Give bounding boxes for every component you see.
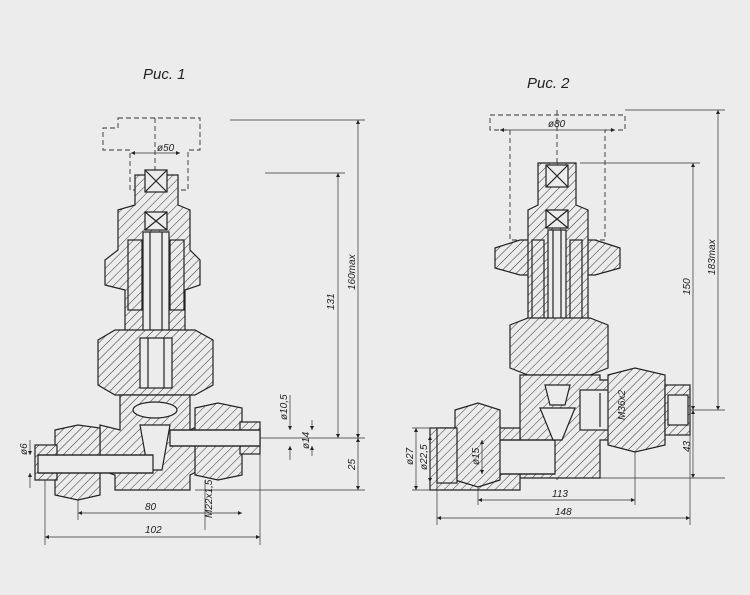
figure-2-handwheel-outline bbox=[489, 114, 626, 241]
dim-port-to-port-2: 113 bbox=[552, 489, 568, 500]
figure-1-bonnet bbox=[104, 169, 201, 360]
figure-2: Рис. 2 bbox=[405, 75, 725, 525]
dim-outer-dia-1: ø27 bbox=[405, 447, 416, 465]
dim-axis-to-base: 25 bbox=[347, 458, 358, 471]
figure-2-dimensions: ø80 183max 150 43 M36x2 ø27 ø22,5 ø15 11… bbox=[405, 109, 725, 525]
dim-overall-length-2: 148 bbox=[555, 507, 572, 518]
dim-height-from-axis: 131 bbox=[326, 293, 337, 310]
dim-thread: M22x1,5 bbox=[204, 479, 215, 518]
dim-outer-dia-2: ø22,5 bbox=[419, 444, 430, 470]
figure-1-left-fitting bbox=[34, 424, 154, 501]
dim-stem-dia: ø10,5 bbox=[279, 394, 290, 420]
dim-bore-dia: ø15 bbox=[471, 447, 482, 465]
dim-left-port-dia: ø6 bbox=[19, 443, 30, 455]
figure-1-body bbox=[97, 329, 214, 491]
dim-port-to-port: 80 bbox=[145, 502, 157, 513]
figure-2-nut bbox=[509, 317, 609, 376]
dim-height-from-axis-2: 150 bbox=[682, 278, 693, 295]
figure-1-dimensions: ø50 160max 131 25 ø10,5 ø14 ø6 M22x1,5 bbox=[19, 119, 365, 545]
dim-height-max-2: 183max bbox=[707, 238, 718, 275]
figure-2-left-fitting bbox=[436, 402, 501, 488]
dim-axis-to-base-2: 43 bbox=[682, 440, 693, 452]
figure-1-handwheel-outline bbox=[102, 117, 201, 191]
figure-2-right-fitting bbox=[607, 367, 691, 453]
figure-1-title: Рис. 1 bbox=[143, 66, 186, 83]
dim-port-dia: ø14 bbox=[301, 431, 312, 449]
figure-2-title: Рис. 2 bbox=[527, 75, 570, 92]
dim-height-max: 160max bbox=[347, 253, 358, 290]
figure-1-right-fitting bbox=[169, 402, 261, 481]
figure-1: Рис. 1 bbox=[19, 66, 365, 545]
dim-thread-2: M36x2 bbox=[617, 390, 628, 420]
dim-handwheel-dia: ø50 bbox=[157, 143, 175, 154]
dim-handwheel-dia-2: ø80 bbox=[548, 119, 566, 130]
dim-overall-length: 102 bbox=[145, 525, 162, 536]
